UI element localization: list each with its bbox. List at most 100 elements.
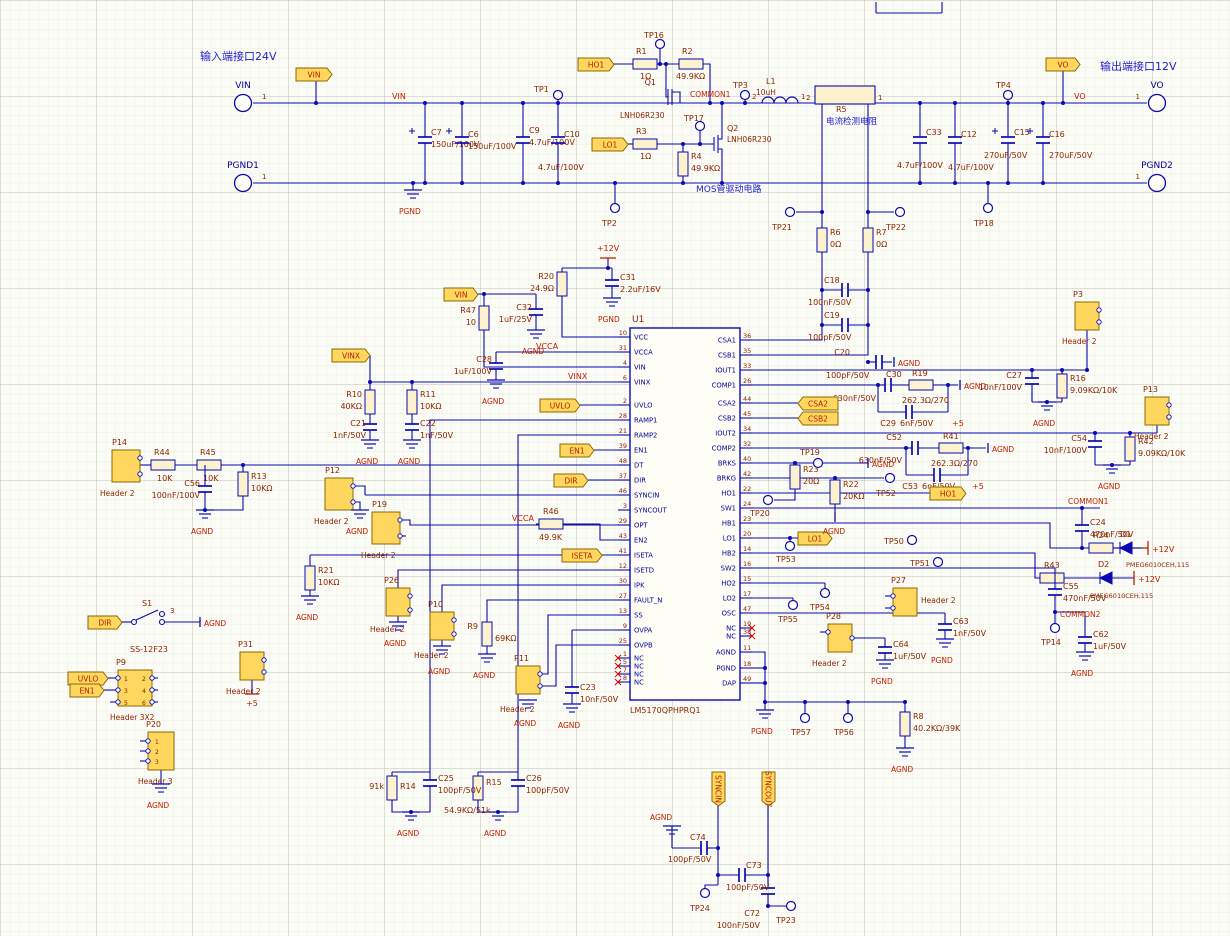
- inductor-L1[interactable]: [761, 96, 799, 104]
- ground-agnd[interactable]: AGND: [650, 813, 681, 835]
- ground-pgnd[interactable]: PGND: [399, 189, 422, 216]
- power-+12V[interactable]: +12V: [597, 244, 620, 259]
- testpoint-TP20[interactable]: TP20: [749, 494, 774, 519]
- net-tag-EN1[interactable]: EN1: [559, 443, 595, 458]
- testpoint-TP21[interactable]: TP21: [771, 206, 796, 233]
- net-tag-ISETA[interactable]: ISETA: [561, 548, 603, 563]
- testpoint-TP18[interactable]: TP18: [973, 202, 994, 229]
- net-tag-EN1[interactable]: EN1: [69, 683, 105, 698]
- net-tag-SYNCIN[interactable]: SYNCIN: [711, 771, 726, 807]
- port-VO[interactable]: VO1: [1136, 81, 1167, 113]
- ground-agnd[interactable]: AGND: [428, 645, 451, 676]
- ground-agnd[interactable]: AGND: [558, 703, 581, 730]
- ground-agnd[interactable]: AGND: [356, 439, 379, 466]
- ground-pgnd[interactable]: PGND: [931, 638, 954, 665]
- net-tag-VO[interactable]: VO: [1045, 57, 1081, 72]
- ground-agnd[interactable]: AGND: [296, 595, 319, 622]
- ground-agnd[interactable]: AGND: [514, 699, 537, 728]
- net-tag-CSA2[interactable]: CSA2: [797, 396, 839, 411]
- net-tag-UVLO[interactable]: UVLO: [539, 398, 581, 413]
- testpoint-TP3[interactable]: TP3: [732, 81, 751, 101]
- mosfet-Q2[interactable]: [658, 103, 723, 183]
- ground-agnd[interactable]: AGND: [482, 379, 505, 406]
- testpoint-TP51[interactable]: TP51: [909, 556, 944, 569]
- ground-agnd[interactable]: AGND: [473, 653, 496, 680]
- testpoint-TP2[interactable]: TP2: [601, 202, 621, 229]
- ground-agnd[interactable]: AGND: [867, 458, 894, 469]
- ic-U1[interactable]: U1LM5170QPHPRQ110VCC31VCCA4VIN6VINX2UVLO…: [614, 315, 756, 715]
- ground-agnd[interactable]: AGND: [147, 783, 170, 810]
- net-tag-SYNCOUT[interactable]: SYNCOUT: [761, 771, 776, 808]
- testpoint-TP22[interactable]: TP22: [885, 206, 906, 233]
- testpoint-TP17[interactable]: TP17: [683, 114, 706, 132]
- ground-agnd[interactable]: AGND: [397, 811, 420, 838]
- ground-agnd[interactable]: AGND: [1033, 401, 1056, 428]
- diode-D1[interactable]: [1113, 541, 1142, 555]
- ground-agnd[interactable]: AGND: [893, 357, 920, 368]
- resistor-R24[interactable]: R24: [1088, 531, 1114, 554]
- sense-resistor-R5[interactable]: [814, 85, 876, 105]
- mosfet-Q1[interactable]: [665, 64, 681, 105]
- ground-agnd[interactable]: AGND: [398, 439, 421, 466]
- ground-agnd[interactable]: AGND: [1071, 651, 1094, 678]
- ground-agnd[interactable]: AGND: [959, 380, 986, 391]
- ground-pgnd[interactable]: PGND: [871, 659, 894, 686]
- ground-agnd[interactable]: AGND: [1098, 464, 1121, 491]
- testpoint-TP53[interactable]: TP53: [775, 540, 796, 565]
- testpoint-TP24[interactable]: TP24: [689, 887, 711, 914]
- net-tag-CSB2[interactable]: CSB2: [797, 411, 839, 426]
- net-tag-HO1[interactable]: HO1: [577, 57, 615, 72]
- switch-S1[interactable]: [130, 609, 166, 626]
- testpoint-TP1[interactable]: TP1: [533, 85, 564, 101]
- net-tag-UVLO[interactable]: UVLO: [67, 671, 109, 686]
- testpoint-TP57[interactable]: TP57: [790, 712, 811, 738]
- net-tag-DIR[interactable]: DIR: [553, 473, 589, 488]
